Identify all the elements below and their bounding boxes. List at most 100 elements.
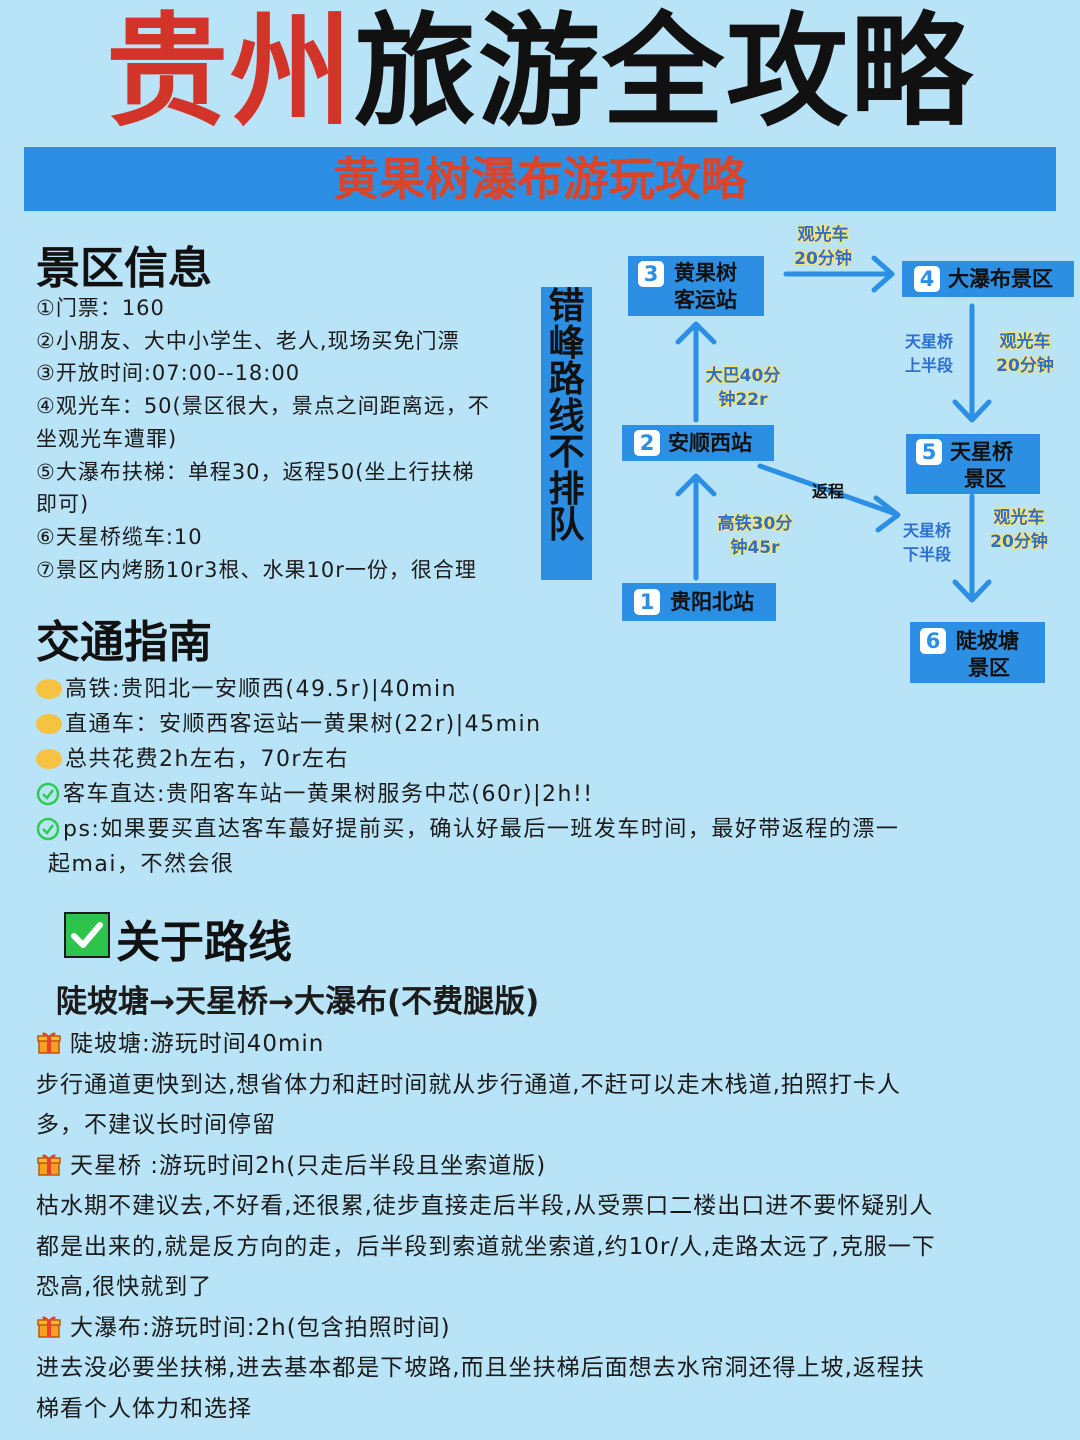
- scenic-info-item: ⑥天星桥缆车:10: [36, 524, 203, 549]
- route-line: 天星桥 :游玩时间2h(只走后半段且坐索道版): [36, 1146, 1066, 1187]
- route-line: 多，不建议长时间停留: [36, 1112, 276, 1138]
- label-line: 天星桥: [904, 332, 953, 351]
- route-map-arrows: [675, 255, 992, 603]
- label-shuttle-right-1: 观光车 20分钟: [990, 330, 1060, 378]
- scenic-info-item: 即可): [36, 492, 90, 517]
- route-line: 步行通道更快到达,想省体力和赶时间就从步行通道,不赶可以走木栈道,拍照打卡人: [36, 1071, 901, 1098]
- route-line: 大瀑布:游玩时间:2h(包含拍照时间): [36, 1308, 1066, 1349]
- vertical-char: 峰: [548, 322, 585, 364]
- node-number: 2: [634, 430, 660, 456]
- vertical-char: 排: [548, 468, 585, 510]
- label-line: 天星桥: [902, 521, 951, 540]
- node-number: 3: [638, 261, 664, 287]
- transport-item: 总共花费2h左右，70r左右: [36, 742, 1046, 777]
- route-line: 恐高,很快就到了: [36, 1274, 213, 1300]
- node-label: 景区: [964, 467, 1006, 491]
- arrowhead-2-to-3: [675, 321, 717, 345]
- yellow-dot-icon: [36, 749, 62, 769]
- node-number: 1: [634, 589, 660, 615]
- map-node-anshun-west: 2 安顺西站: [622, 425, 774, 461]
- label-return: 返程: [812, 482, 845, 501]
- transport-text: 起mai，不然会很: [48, 852, 235, 877]
- gift-icon: [37, 1316, 61, 1338]
- route-text: 大瀑布:游玩时间:2h(包含拍照时间): [70, 1314, 451, 1341]
- transport-item: 客车直达:贵阳客车站一黄果树服务中芯(60r)|2h!!: [36, 777, 1046, 812]
- gift-icon: [37, 1032, 61, 1054]
- arrowhead-5-to-6: [952, 579, 992, 603]
- gift-icon: [37, 1154, 61, 1176]
- node-number: 4: [914, 266, 940, 292]
- route-line: 梯看个人体力和选择: [36, 1395, 252, 1422]
- vertical-char: 线: [548, 395, 585, 437]
- check-box-icon: [64, 912, 110, 958]
- map-node-bus-station: 3 黄果树 客运站: [628, 256, 764, 316]
- label-line: 观光车: [993, 508, 1045, 528]
- off-peak-route-box: 错 峰 路 线 不 排 队: [541, 287, 592, 580]
- arrowhead-3-to-4: [871, 255, 895, 293]
- label-line: 20分钟: [794, 249, 852, 269]
- node-label: 大瀑布景区: [948, 267, 1053, 291]
- route-details: 陡坡塘:游玩时间40min 步行通道更快到达,想省体力和赶时间就从步行通道,不赶…: [36, 1024, 1066, 1429]
- label-tianxing-upper: 天星桥 上半段: [898, 330, 960, 378]
- node-number: 5: [916, 439, 942, 465]
- route-line: 进去没必要坐扶梯,进去基本都是下坡路,而且坐扶梯后面想去水帘洞还得上坡,返程扶: [36, 1355, 925, 1381]
- label-shuttle-right-2: 观光车 20分钟: [984, 506, 1054, 554]
- scenic-info-heading: 景区信息: [36, 243, 212, 294]
- transport-text: 总共花费2h左右，70r左右: [65, 747, 349, 772]
- subtitle-banner: 黄果树瀑布游玩攻略: [24, 147, 1056, 211]
- label-line: 20分钟: [996, 356, 1054, 376]
- label-line: 下半段: [902, 545, 951, 564]
- map-node-doupotang: 6 陡坡塘 景区: [910, 622, 1045, 683]
- scenic-info-item: ①门票：160: [36, 296, 165, 320]
- arrowhead-4-to-5: [952, 399, 992, 423]
- map-node-big-waterfall: 4 大瀑布景区: [902, 261, 1074, 297]
- label-line: 观光车: [797, 225, 849, 245]
- scenic-info-list: ①门票：160 ②小朋友、大中小学生、老人,现场买免门漂 ③开放时间:07:00…: [36, 292, 548, 586]
- label-hsr: 高铁30分 钟45r: [712, 512, 798, 560]
- arrow-return: [757, 463, 899, 517]
- green-check-icon: [36, 817, 60, 841]
- vertical-char: 不: [548, 432, 585, 473]
- label-tianxing-lower: 天星桥 下半段: [896, 519, 958, 567]
- transport-item: 起mai，不然会很: [36, 847, 1046, 882]
- scenic-info-item: ⑤大瀑布扶梯：单程30，返程50(坐上行扶梯: [36, 459, 475, 484]
- vertical-char: 错: [548, 286, 585, 327]
- label-bus-40: 大巴40分 钟22r: [700, 364, 786, 412]
- scenic-info-item: ③开放时间:07:00--18:00: [36, 361, 301, 386]
- label-line: 20分钟: [990, 532, 1048, 552]
- node-number: 6: [920, 628, 946, 654]
- transport-item: 高铁:贵阳北一安顺西(49.5r)|40min: [36, 672, 1046, 707]
- route-heading: 关于路线: [116, 917, 292, 968]
- scenic-info-item: ⑦景区内烤肠10r3根、水果10r一份，很合理: [36, 557, 477, 582]
- label-line: 高铁30分: [717, 514, 793, 534]
- label-shuttle-top: 观光车 20分钟: [788, 223, 858, 271]
- map-node-guiyang-north: 1 贵阳北站: [622, 583, 776, 621]
- node-label: 贵阳北站: [670, 590, 754, 614]
- transport-text: 客车直达:贵阳客车站一黄果树服务中芯(60r)|2h!!: [63, 782, 594, 807]
- scenic-info-item: 坐观光车遭罪): [36, 426, 178, 451]
- arrowhead-return: [873, 495, 901, 533]
- scenic-info-item: ④观光车：50(景区很大，景点之间距离远，不: [36, 394, 490, 419]
- scenic-info-item: ②小朋友、大中小学生、老人,现场买免门漂: [36, 328, 460, 353]
- node-label: 陡坡塘: [956, 629, 1019, 653]
- yellow-dot-icon: [36, 679, 62, 699]
- node-label: 景区: [968, 656, 1010, 680]
- label-line: 观光车: [999, 332, 1051, 352]
- route-line: 陡坡塘:游玩时间40min: [36, 1024, 1066, 1065]
- node-label: 安顺西站: [668, 431, 752, 455]
- node-label: 客运站: [674, 288, 737, 312]
- title-black-part: 旅游全攻略: [354, 1, 974, 143]
- transport-list: 高铁:贵阳北一安顺西(49.5r)|40min 直通车：安顺西客运站一黄果树(2…: [36, 672, 1046, 882]
- label-line: 钟45r: [730, 538, 780, 558]
- label-line: 钟22r: [718, 390, 768, 410]
- node-label: 天星桥: [950, 440, 1013, 464]
- page-title: 贵州旅游全攻略: [0, 0, 1080, 145]
- transport-item: ps:如果要买直达客车蕞好提前买，确认好最后一班发车时间，最好带返程的漂一: [36, 812, 1046, 847]
- route-line: 枯水期不建议去,不好看,还很累,徒步直接走后半段,从受票口二楼出口进不要怀疑别人: [36, 1193, 934, 1219]
- route-subheading: 陡坡塘→天星桥→大瀑布(不费腿版): [56, 984, 540, 1020]
- transport-text: ps:如果要买直达客车蕞好提前买，确认好最后一班发车时间，最好带返程的漂一: [63, 817, 900, 842]
- title-red-part: 贵州: [106, 1, 354, 143]
- map-node-tianxing-bridge: 5 天星桥 景区: [906, 434, 1040, 494]
- route-line: 都是出来的,就是反方向的走，后半段到索道就坐索道,约10r/人,走路太远了,克服…: [36, 1233, 936, 1260]
- arrowhead-1-to-2: [675, 473, 717, 497]
